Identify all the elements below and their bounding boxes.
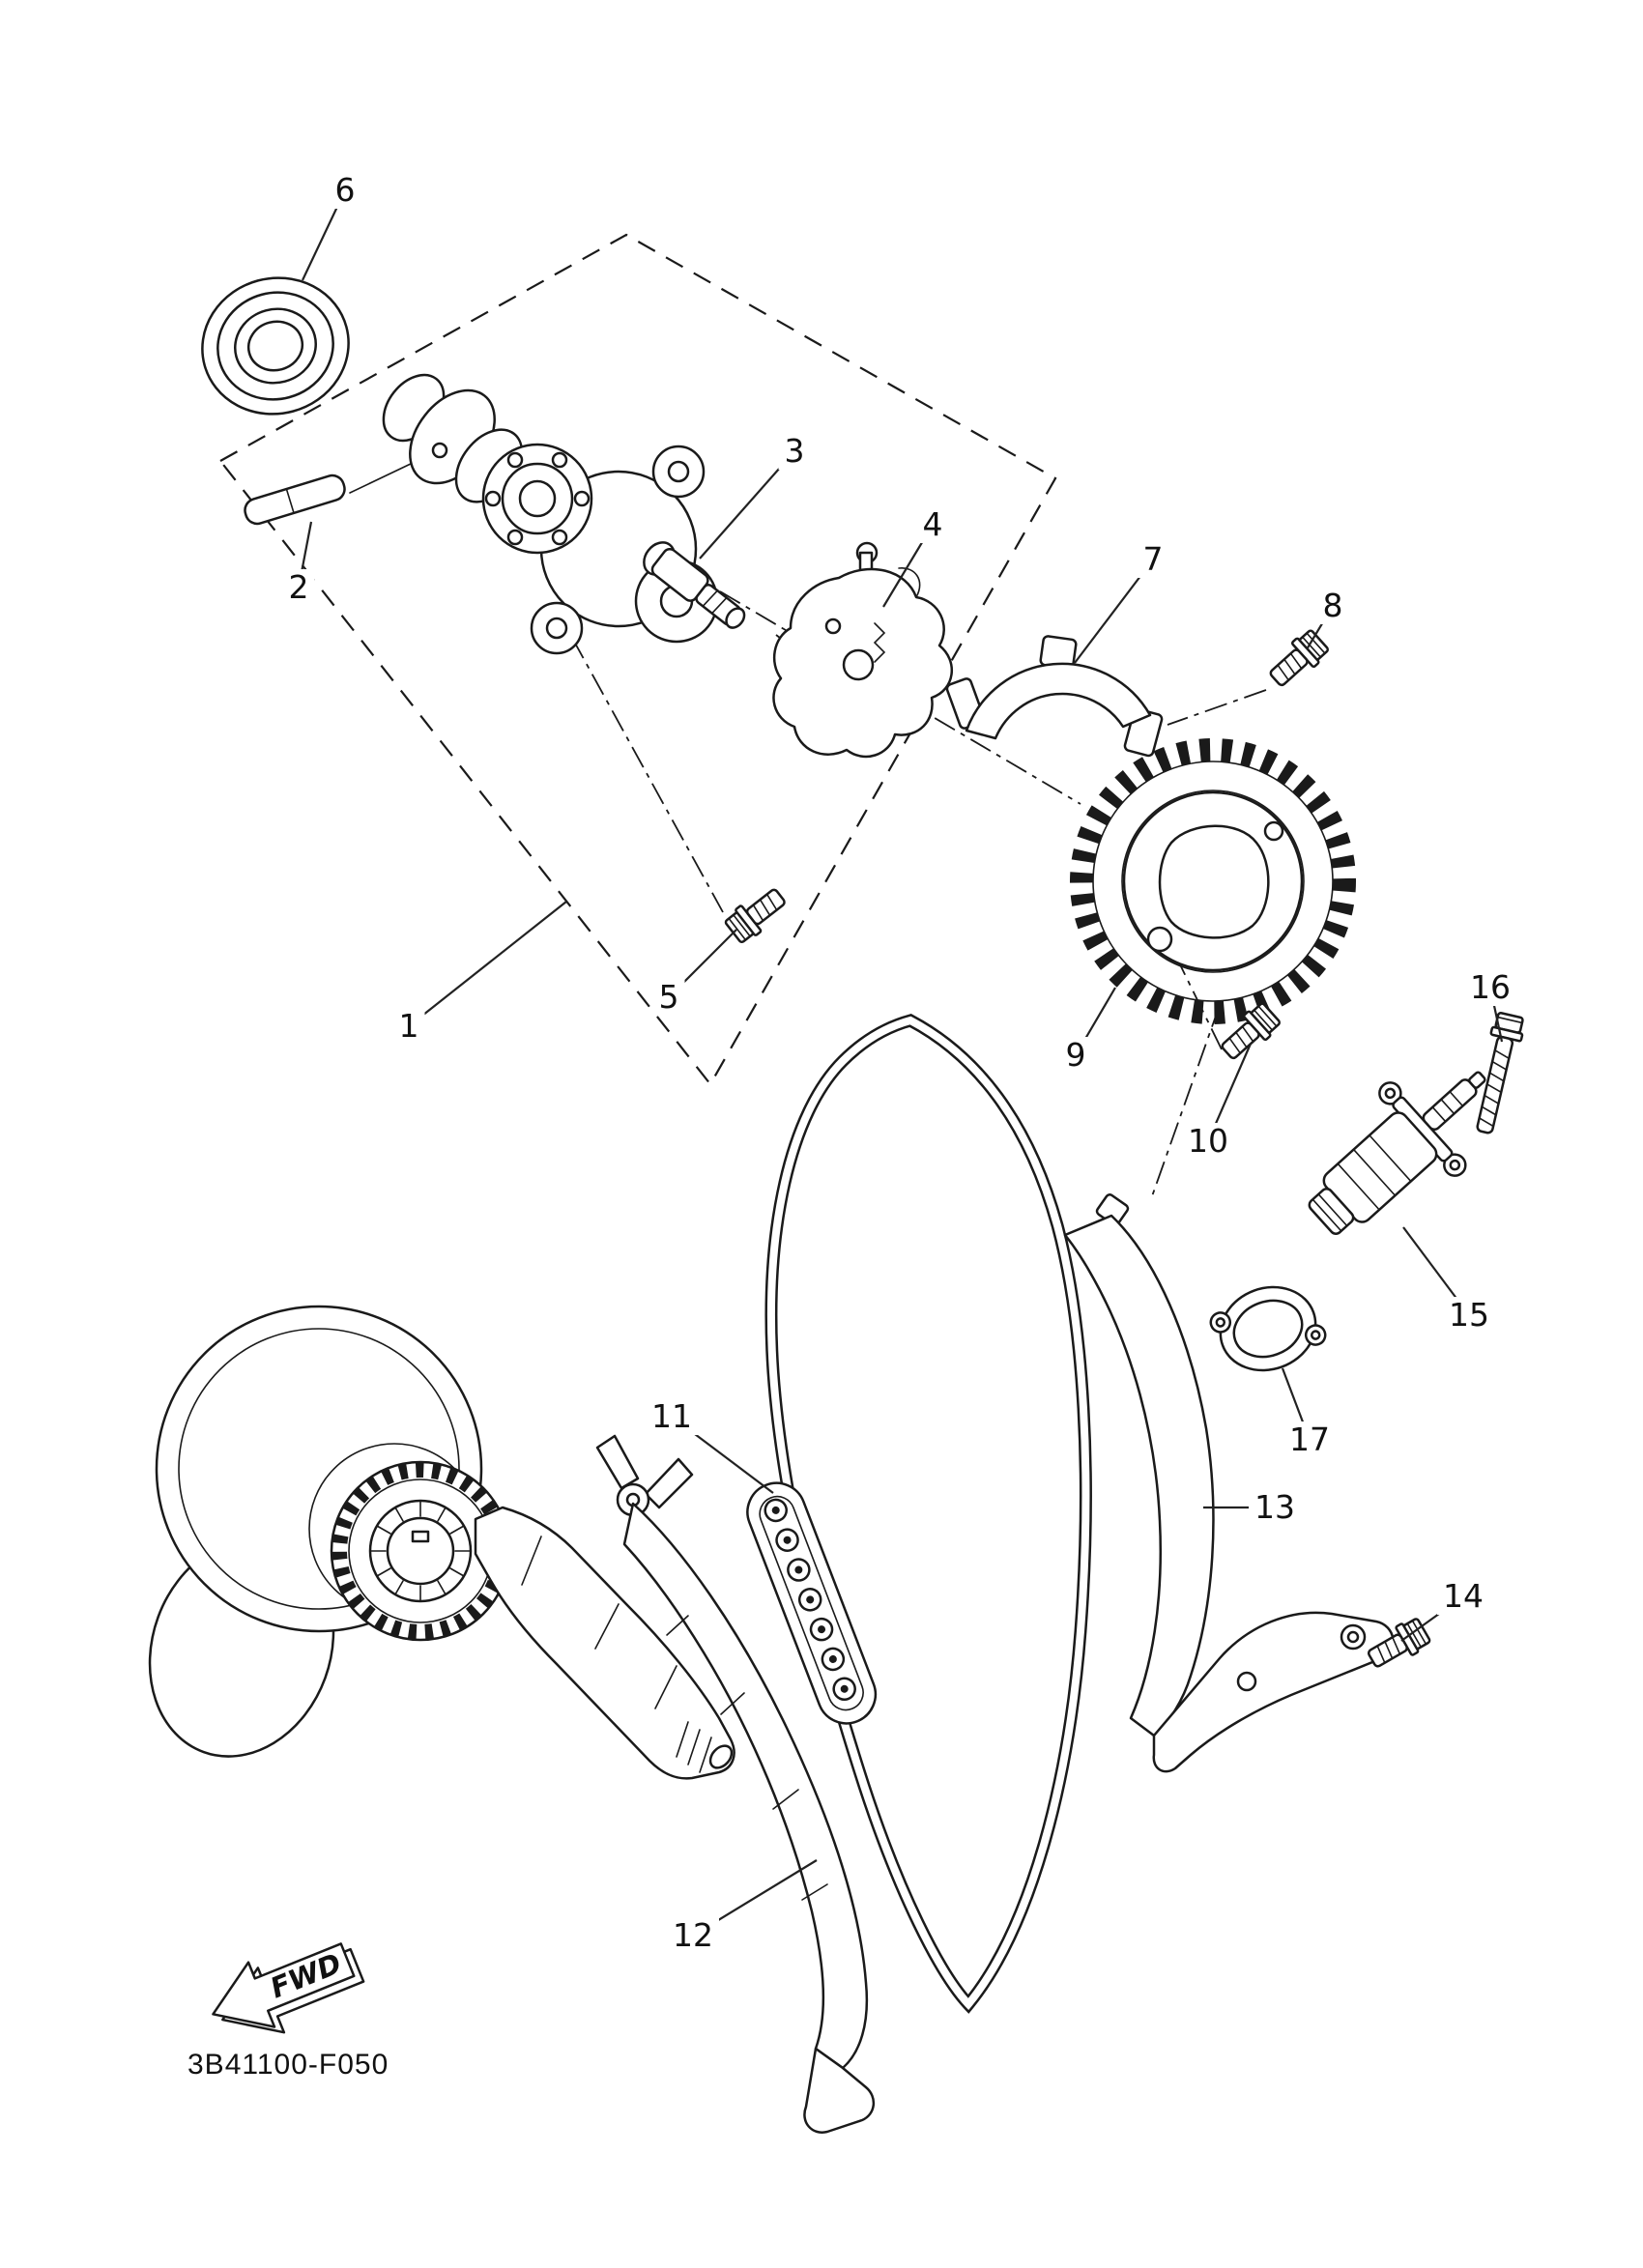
cam-chain-drawing <box>764 1014 1092 2014</box>
sprocket-bolt-b-drawing <box>1214 999 1284 1067</box>
gasket-drawing <box>1209 1285 1327 1372</box>
flange-bolt-drawing <box>721 881 793 947</box>
chain-guide-rear-drawing <box>1063 1193 1395 1773</box>
leader-line-10 <box>1206 1043 1253 1142</box>
cam-sprocket-drawing <box>1070 738 1356 1024</box>
camshaft-drawing <box>382 373 719 655</box>
leader-line-3 <box>699 450 795 560</box>
camshaft-assembly-box-outline <box>218 233 1057 1086</box>
decompression-unit-drawing <box>772 541 953 759</box>
guide-plate-drawing <box>945 635 1164 758</box>
fwd-arrow: FWD <box>212 1942 365 2034</box>
part-code: 3B41100-F050 <box>187 2049 389 2081</box>
leader-line-1 <box>408 901 567 1027</box>
leader-line-9 <box>1075 987 1116 1056</box>
leader-line-5 <box>668 929 737 998</box>
crankshaft-drawing <box>148 1305 735 1780</box>
leader-line-12 <box>692 1859 818 1937</box>
leader-line-17 <box>1281 1367 1312 1441</box>
leader-line-2 <box>297 521 313 589</box>
bearing-drawing <box>201 276 350 416</box>
leader-line-11 <box>671 1416 774 1494</box>
dowel-pin-drawing <box>244 451 436 526</box>
chain-guide-front-drawing <box>595 1434 875 2134</box>
leader-line-14 <box>1400 1595 1464 1642</box>
tensioner-bolt-drawing <box>1476 1012 1524 1134</box>
tensioner-drawing <box>1308 1071 1486 1235</box>
leader-line-15 <box>1402 1226 1470 1316</box>
sprocket-bolt-a-drawing <box>1262 626 1333 694</box>
chain-section-drawing <box>746 1481 878 1725</box>
crank-spline-ticks <box>369 1500 472 1602</box>
leader-line-7 <box>1074 559 1154 664</box>
leader-line-6 <box>302 189 346 281</box>
camshaft-bolt-drawing <box>643 541 746 629</box>
